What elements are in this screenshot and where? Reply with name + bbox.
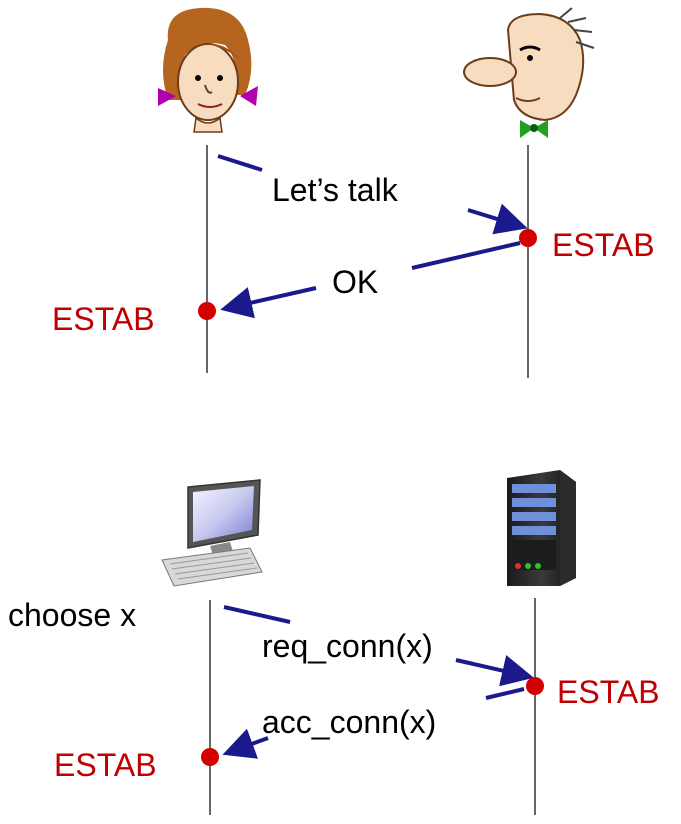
request-label-bottom: req_conn(x) xyxy=(262,628,433,664)
state-dot-server-bottom xyxy=(526,677,544,695)
server-tower-icon xyxy=(507,470,576,586)
request-arrow-bottom-end xyxy=(455,655,534,687)
state-dot-client-bottom xyxy=(201,748,219,766)
client-action-label: choose x xyxy=(8,597,136,633)
reply-arrow-top-start xyxy=(411,241,521,270)
request-arrow-top-start xyxy=(217,154,263,172)
request-label-top: Let’s talk xyxy=(272,172,399,208)
reply-label-bottom: acc_conn(x) xyxy=(262,704,436,740)
state-label-sender-top: ESTAB xyxy=(52,301,155,337)
reply-arrow-bottom-start xyxy=(485,687,525,700)
reply-arrow-bottom-end xyxy=(222,728,269,759)
state-dot-sender-top xyxy=(198,302,216,320)
desktop-computer-icon xyxy=(161,479,263,587)
state-label-server-bottom: ESTAB xyxy=(557,674,660,710)
reply-label-top: OK xyxy=(332,264,378,300)
request-arrow-bottom-start xyxy=(223,605,291,624)
man-cartoon-icon xyxy=(463,7,595,138)
woman-cartoon-icon xyxy=(158,7,258,133)
state-dot-receiver-top xyxy=(519,229,537,247)
state-label-client-bottom: ESTAB xyxy=(54,747,157,783)
request-arrow-top-end xyxy=(467,203,528,235)
reply-arrow-top-end xyxy=(220,286,317,319)
state-label-receiver-top: ESTAB xyxy=(552,227,655,263)
